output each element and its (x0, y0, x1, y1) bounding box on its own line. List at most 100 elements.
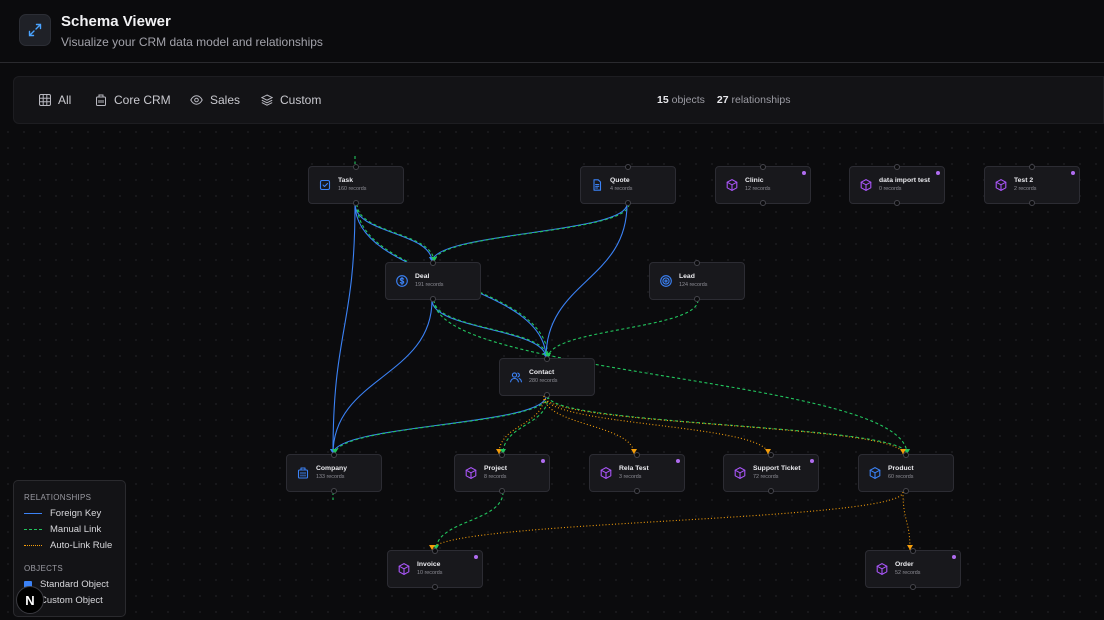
auto-link-edge[interactable] (498, 395, 545, 455)
legend-relationships-heading: RELATIONSHIPS (24, 493, 92, 502)
node-top-handle[interactable] (625, 164, 631, 170)
legend-standard-object: Standard Object (24, 579, 109, 590)
node-bottom-handle[interactable] (894, 200, 900, 206)
node-bottom-handle[interactable] (634, 488, 640, 494)
node-top-handle[interactable] (353, 164, 359, 170)
node-name: Company (316, 465, 347, 472)
cube-icon (734, 467, 746, 479)
auto-link-edge[interactable] (543, 395, 904, 455)
manual-link-edge[interactable] (433, 203, 630, 263)
custom-object-dot (952, 555, 956, 559)
node-bottom-handle[interactable] (625, 200, 631, 206)
node-record-count: 4 records (610, 186, 633, 192)
node-record-count: 8 records (484, 474, 507, 480)
manual-link-edge[interactable] (547, 299, 699, 359)
legend-foreign-key-label: Foreign Key (50, 508, 102, 519)
node-top-handle[interactable] (910, 548, 916, 554)
legend-manual-link-label: Manual Link (50, 524, 102, 535)
filter-sales[interactable]: Sales (190, 93, 240, 107)
node-bottom-handle[interactable] (331, 488, 337, 494)
foreign-key-edge[interactable] (332, 299, 433, 455)
node-bottom-handle[interactable] (903, 488, 909, 494)
manual-link-edge[interactable] (433, 299, 549, 359)
node-record-count: 133 records (316, 474, 345, 480)
node-top-handle[interactable] (894, 164, 900, 170)
expand-arrows-icon[interactable] (19, 14, 51, 46)
foreign-key-edge[interactable] (545, 203, 628, 359)
node-top-handle[interactable] (634, 452, 640, 458)
node-bottom-handle[interactable] (910, 584, 916, 590)
edge-arrowhead (907, 545, 913, 550)
foreign-key-edge[interactable] (431, 299, 547, 359)
filter-all-label: All (58, 93, 72, 107)
node-bottom-handle[interactable] (694, 296, 700, 302)
node-top-handle[interactable] (499, 452, 505, 458)
node-record-count: 52 records (895, 570, 921, 576)
node-bottom-handle[interactable] (1029, 200, 1035, 206)
target-icon (660, 275, 672, 287)
layers-icon (261, 94, 273, 106)
next-badge[interactable]: N (16, 586, 44, 614)
node-record-count: 2 records (1014, 186, 1037, 192)
manual-link-edge[interactable] (547, 395, 908, 455)
cube-icon (726, 179, 738, 191)
node-top-handle[interactable] (903, 452, 909, 458)
node-top-handle[interactable] (1029, 164, 1035, 170)
manual-link-edge[interactable] (356, 203, 435, 263)
cube-icon (465, 467, 477, 479)
manual-link-edge[interactable] (435, 491, 504, 551)
node-top-handle[interactable] (331, 452, 337, 458)
node-bottom-handle[interactable] (499, 488, 505, 494)
dashed-line-icon (24, 529, 42, 530)
node-record-count: 0 records (879, 186, 902, 192)
foreign-key-edge[interactable] (354, 203, 433, 263)
cube-icon (860, 179, 872, 191)
auto-link-edge[interactable] (902, 491, 911, 551)
node-bottom-handle[interactable] (544, 392, 550, 398)
manual-link-edge[interactable] (356, 203, 549, 359)
node-top-handle[interactable] (432, 548, 438, 554)
foreign-key-edge[interactable] (332, 203, 356, 455)
node-top-handle[interactable] (760, 164, 766, 170)
page-title: Schema Viewer (61, 13, 171, 30)
users-icon (510, 372, 522, 383)
cube-icon (995, 179, 1007, 191)
manual-link-edge[interactable] (433, 299, 908, 455)
node-top-handle[interactable] (768, 452, 774, 458)
page-subtitle: Visualize your CRM data model and relati… (61, 35, 323, 49)
node-bottom-handle[interactable] (430, 296, 436, 302)
cube-icon (869, 467, 881, 479)
node-top-handle[interactable] (544, 356, 550, 362)
node-top-handle[interactable] (430, 260, 436, 266)
auto-link-edge[interactable] (543, 395, 769, 455)
auto-link-edge[interactable] (431, 491, 904, 551)
node-bottom-handle[interactable] (768, 488, 774, 494)
filter-all[interactable]: All (39, 93, 71, 107)
node-name: Contact (529, 369, 555, 376)
auto-link-edge[interactable] (543, 395, 635, 455)
node-bottom-handle[interactable] (353, 200, 359, 206)
node-top-handle[interactable] (694, 260, 700, 266)
filter-core-crm[interactable]: Core CRM (95, 93, 171, 107)
node-record-count: 160 records (338, 186, 367, 192)
node-bottom-handle[interactable] (760, 200, 766, 206)
node-company[interactable]: Company 133 records (286, 452, 382, 494)
filter-custom[interactable]: Custom (261, 93, 321, 107)
manual-link-edge[interactable] (502, 395, 549, 455)
node-bottom-handle[interactable] (432, 584, 438, 590)
